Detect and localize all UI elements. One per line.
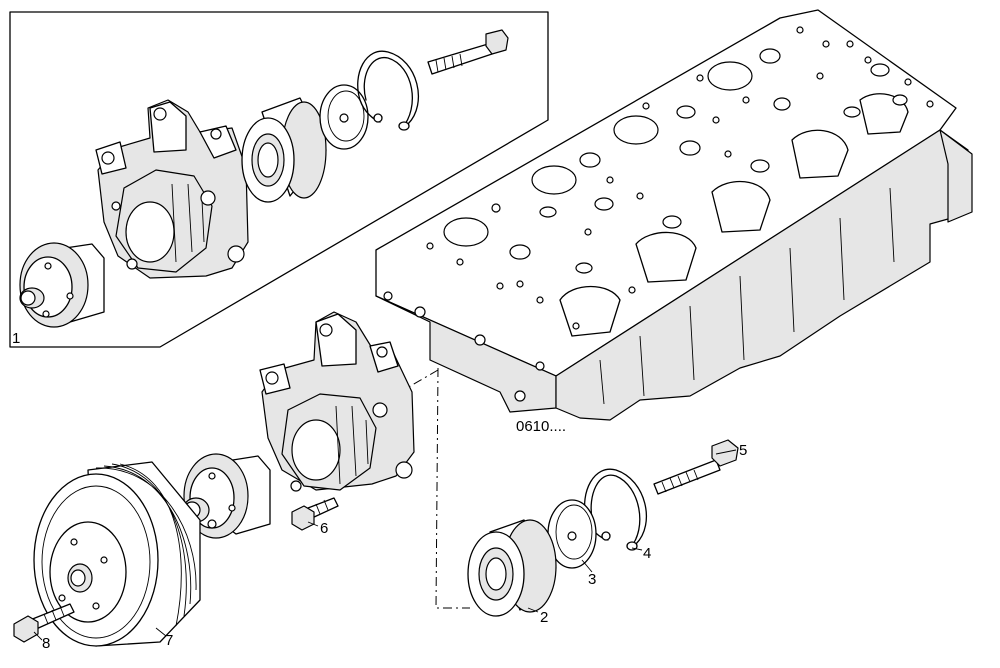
label-bolt-long: 5	[739, 442, 747, 459]
label-bolt-small: 8	[42, 635, 50, 652]
bolt-short	[291, 497, 339, 531]
label-bolt-short: 6	[320, 520, 328, 537]
inset-circlip	[357, 50, 420, 131]
inset-impeller-hub	[19, 242, 105, 328]
label-disc: 3	[588, 571, 596, 588]
bolt-long	[653, 439, 739, 495]
callout-leaders	[33, 449, 737, 641]
inset-pump-housing	[95, 99, 249, 279]
pump-housing	[259, 311, 415, 492]
label-reference-code: 0610....	[516, 418, 566, 435]
disc	[547, 499, 597, 569]
pulley	[33, 461, 201, 647]
label-bearing: 2	[540, 609, 548, 626]
detail-inset-box	[9, 11, 549, 348]
inset-disc	[319, 84, 369, 150]
cylinder-head	[375, 9, 973, 421]
label-detail-box: 1	[12, 330, 20, 347]
inset-long-bolt	[427, 29, 509, 75]
bearing	[467, 519, 557, 617]
inset-bearing	[241, 97, 327, 203]
label-circlip: 4	[643, 545, 651, 562]
bolt-small	[13, 603, 75, 643]
label-pulley: 7	[165, 632, 173, 649]
